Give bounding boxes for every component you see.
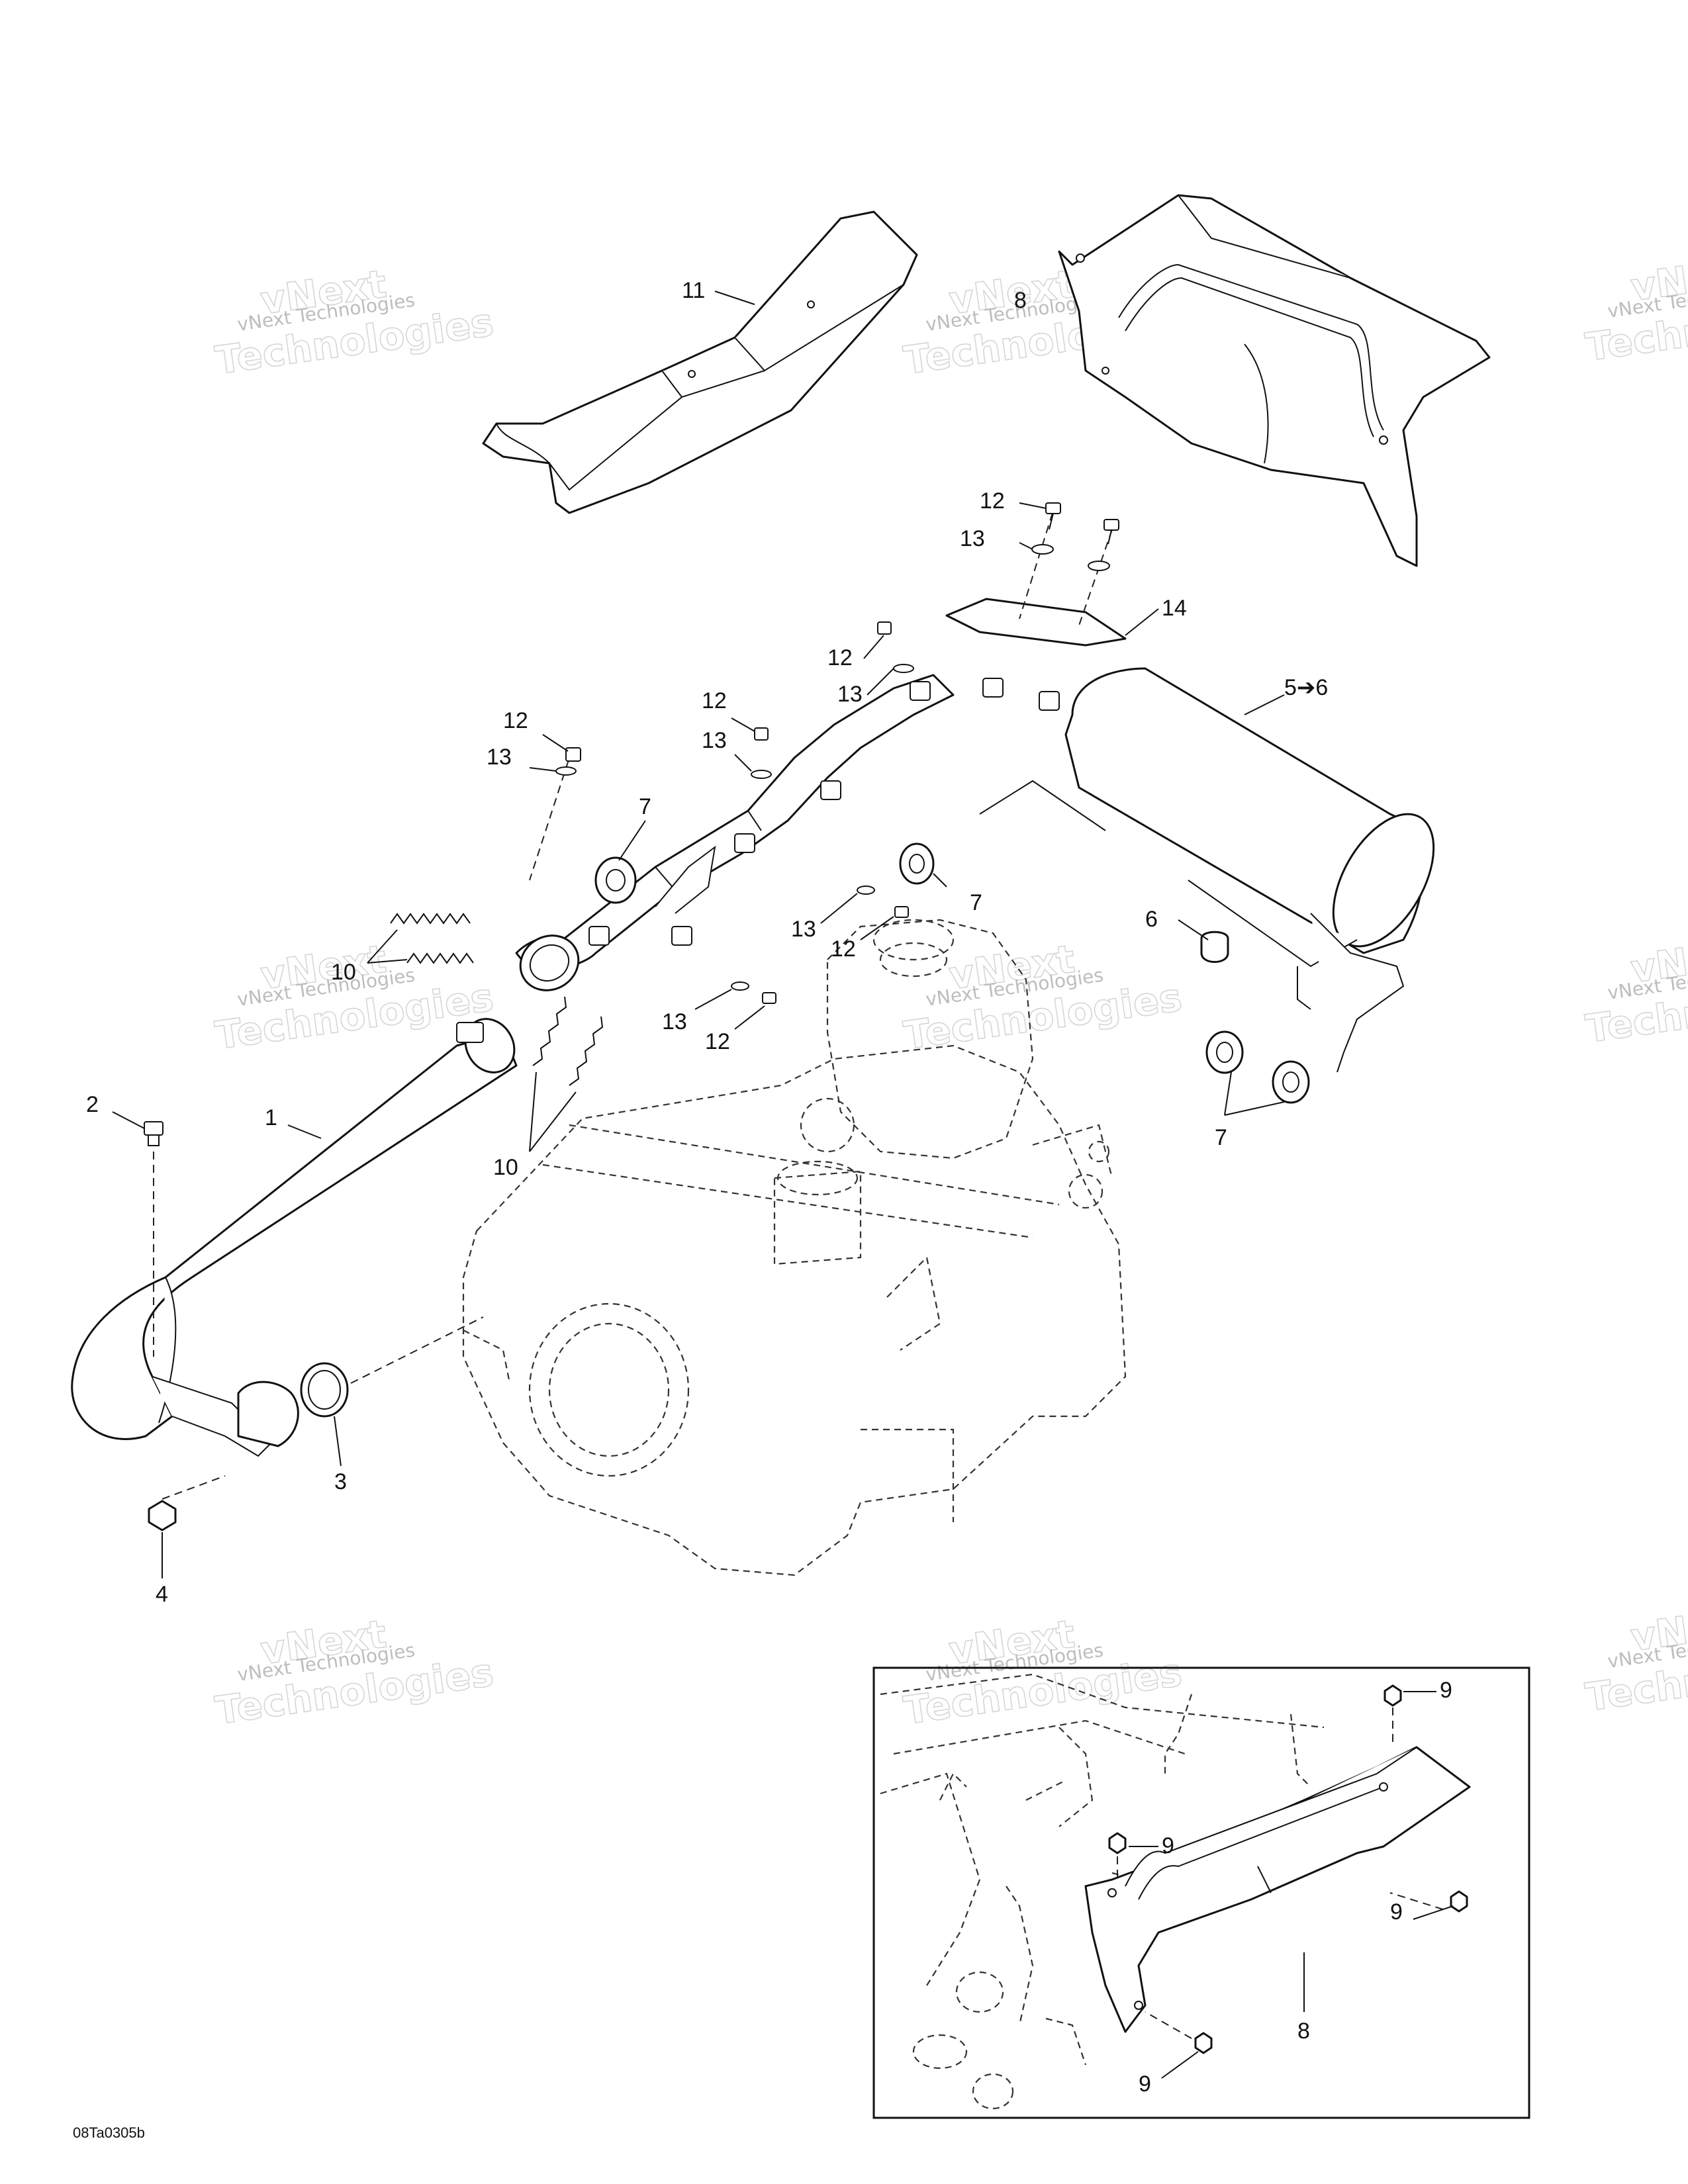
spring-10-c xyxy=(532,996,567,1066)
watermark-mid-right: vNext vNext Technologies Technologies xyxy=(1582,929,1688,1052)
callout-9-c: 9 xyxy=(1390,1899,1403,1925)
watermark-low-left: vNext vNext Technologies Technologies xyxy=(212,1611,496,1734)
watermark-mid-left: vNext vNext Technologies Technologies xyxy=(212,936,496,1059)
callout-13-c: 13 xyxy=(702,728,727,753)
callout-14: 14 xyxy=(1162,596,1187,621)
watermark-mid-center: vNext vNext Technologies Technologies xyxy=(900,936,1185,1059)
flange xyxy=(237,1381,299,1447)
callout-7-c: 7 xyxy=(1215,1125,1227,1150)
inset-detail xyxy=(872,1666,1530,2119)
watermark-top-left: vNext vNext Technologies Technologies xyxy=(212,261,496,384)
callout-2: 2 xyxy=(86,1092,99,1117)
grommet-7-mid xyxy=(899,842,935,885)
install-line xyxy=(350,1316,484,1384)
front-pipe-1 xyxy=(71,1018,518,1457)
callout-7-b: 7 xyxy=(970,890,982,915)
callout-9-d: 9 xyxy=(1139,2071,1151,2097)
callout-9-a: 9 xyxy=(1440,1678,1452,1703)
watermark-low-center: vNext vNext Technologies Technologies xyxy=(900,1611,1185,1734)
bolt-12-top-b xyxy=(1103,519,1119,545)
callout-12-c: 12 xyxy=(702,688,727,713)
callout-12-a: 12 xyxy=(980,488,1005,514)
muffler-5 xyxy=(979,667,1435,1073)
clamp-set xyxy=(529,678,1060,946)
callout-12-b: 12 xyxy=(827,645,853,670)
callout-13-d: 13 xyxy=(487,745,512,770)
gasket-3 xyxy=(300,1362,349,1418)
callout-13-b: 13 xyxy=(837,682,863,707)
heat-shield-8 xyxy=(1058,194,1491,567)
nut-4 xyxy=(148,1475,226,1531)
exhaust-pipe-main xyxy=(515,674,955,991)
washer-13-lower xyxy=(731,981,749,991)
callout-1: 1 xyxy=(265,1105,277,1130)
leader-lines xyxy=(112,291,1454,2079)
callout-6: 6 xyxy=(1145,907,1158,932)
callout-4: 4 xyxy=(156,1582,168,1607)
callout-10-a: 10 xyxy=(331,960,356,985)
bolt-12-upper xyxy=(877,621,892,635)
bolt-12-left xyxy=(565,747,581,762)
spring-10-b xyxy=(406,952,474,964)
washer-13-right xyxy=(857,886,875,895)
heat-shield-8-inset xyxy=(1084,1746,1471,2033)
callout-13-a: 13 xyxy=(960,526,985,551)
washer-13-top-b xyxy=(1088,561,1110,571)
bolt-12-top-a xyxy=(1045,502,1061,530)
washer-13-left xyxy=(555,766,577,776)
nut-9-d xyxy=(1194,2032,1213,2054)
grommet-7-low-b xyxy=(1272,1060,1310,1104)
callout-10-b: 10 xyxy=(493,1155,518,1180)
washer-13-upper xyxy=(893,664,914,673)
callout-12-d: 12 xyxy=(503,708,528,733)
callout-11: 11 xyxy=(682,278,705,303)
callout-8-b: 8 xyxy=(1297,2019,1310,2044)
washer-13-top-a xyxy=(1031,544,1054,555)
spring-10-d xyxy=(569,1016,604,1086)
diagram-code: 08Ta0305b xyxy=(73,2124,145,2141)
callout-7-a: 7 xyxy=(639,794,651,819)
bolt-12-mid xyxy=(754,727,769,741)
callout-9-b: 9 xyxy=(1162,1833,1174,1858)
nut-9-a xyxy=(1383,1684,1402,1707)
grommet-7-low-a xyxy=(1205,1030,1244,1074)
spring-10-a xyxy=(390,913,471,925)
callout-13-e: 13 xyxy=(791,917,816,942)
nut-9-b xyxy=(1108,1832,1127,1854)
engine-block xyxy=(462,919,1127,1576)
callout-labels: 11 8 12 13 14 5➔6 12 13 12 13 12 13 7 7 … xyxy=(73,278,1452,2141)
callout-12-f: 12 xyxy=(705,1029,730,1054)
grommet-7-left xyxy=(594,845,716,914)
watermark-low-right: vNext vNext Technologies Technologies xyxy=(1582,1598,1688,1721)
heat-shield-11 xyxy=(482,210,918,514)
watermark-group: vNext vNext Technologies Technologies vN… xyxy=(212,248,1688,1734)
callout-12-e: 12 xyxy=(831,936,856,962)
bracket-14 xyxy=(945,512,1127,647)
bolt-12-right xyxy=(894,906,909,918)
callout-8: 8 xyxy=(1014,288,1027,313)
callout-13-f: 13 xyxy=(662,1009,687,1034)
washer-13-mid xyxy=(751,770,772,779)
watermark-top-right: vNext vNext Technologies Technologies xyxy=(1582,248,1688,371)
nut-9-c xyxy=(1450,1890,1468,1913)
callout-5-6: 5➔6 xyxy=(1284,675,1328,700)
plug-6 xyxy=(1200,931,1229,963)
bolt-12-lower xyxy=(762,992,776,1004)
callout-3: 3 xyxy=(334,1469,347,1494)
